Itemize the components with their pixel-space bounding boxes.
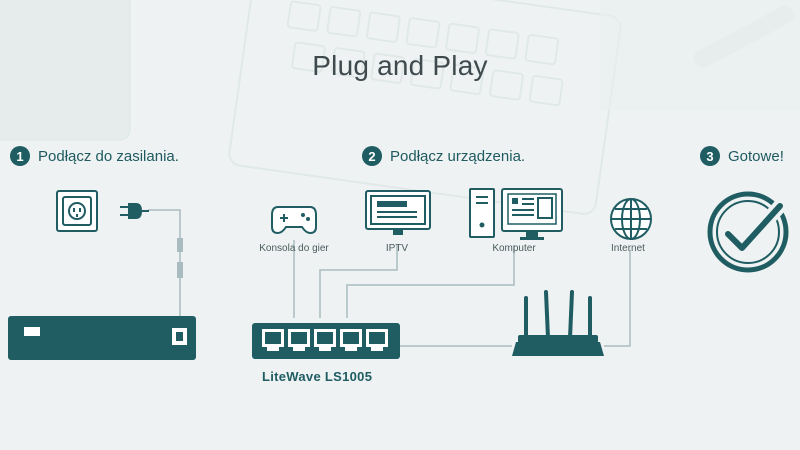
step-2-label: Podłącz urządzenia. [390, 147, 526, 165]
wall-outlet-icon [56, 190, 98, 232]
step-3-label: Gotowe! [728, 147, 784, 165]
checkmark-icon [707, 191, 789, 273]
step-3-number: 3 [700, 146, 720, 166]
iptv-label: IPTV [385, 243, 409, 254]
step-1-heading: 1 Podłącz do zasilania. [10, 146, 179, 166]
tv-icon [365, 190, 431, 235]
page-title: Plug and Play [312, 50, 488, 81]
game-controller-icon [271, 206, 317, 235]
power-adapter-box [8, 316, 196, 360]
product-name: LiteWave LS1005 [262, 369, 373, 384]
desktop-computer-icon [469, 188, 563, 240]
step-2-number: 2 [362, 146, 382, 166]
globe-icon [610, 198, 652, 240]
computer-label: Komputer [492, 243, 536, 254]
router-icon [512, 290, 604, 356]
step-1-label: Podłącz do zasilania. [38, 147, 179, 165]
internet-label: Internet [611, 243, 645, 254]
step-3-heading: 3 Gotowe! [700, 146, 784, 166]
network-switch-icon [252, 323, 400, 359]
step-2-heading: 2 Podłącz urządzenia. [362, 146, 525, 166]
power-plug-icon [120, 203, 149, 219]
step-1-number: 1 [10, 146, 30, 166]
console-label: Konsola do gier [259, 243, 329, 254]
